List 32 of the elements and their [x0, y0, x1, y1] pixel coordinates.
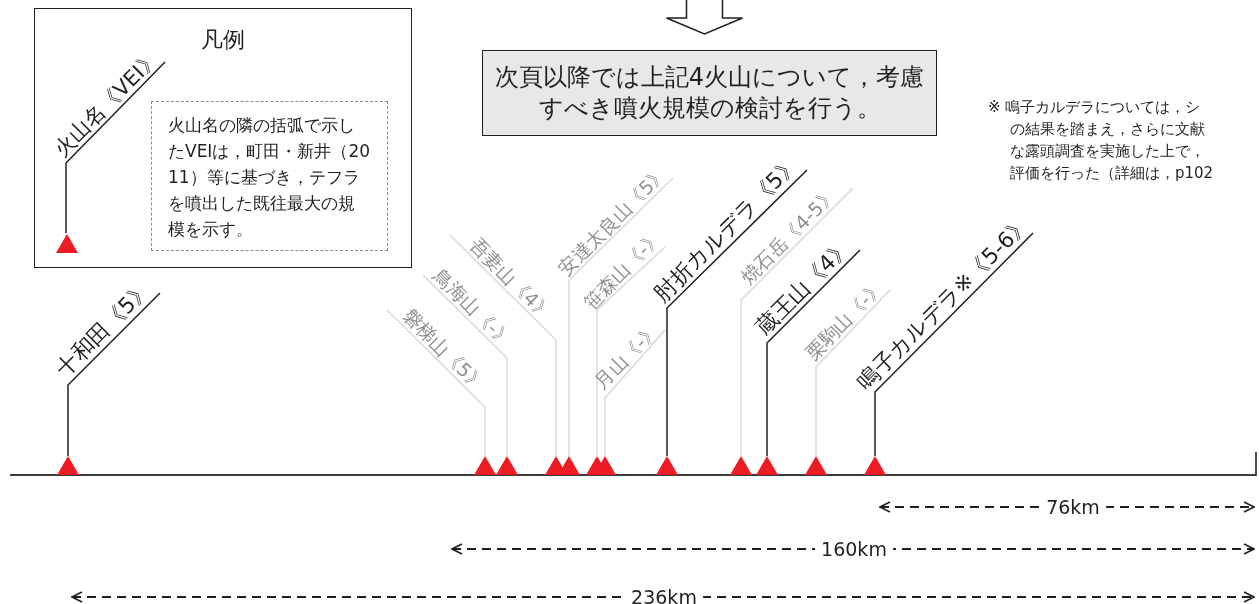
volcano-label: 月山《-》	[590, 319, 663, 392]
leader-line	[766, 249, 861, 457]
leader-line	[596, 246, 666, 457]
block-arrow	[665, 0, 744, 35]
dimension-label: 236km	[625, 587, 703, 604]
leader-line	[666, 169, 808, 457]
note-box: 火山名の隣の括弧で示したVEIは，町田・新井（2011）等に基づき，テフラを噴出した既往最大の規模を示す。	[151, 101, 388, 251]
volcano-label: 十和田《5》	[52, 277, 156, 381]
volcano-marker	[474, 456, 496, 475]
footnote: ※ 鳴子カルデラについては，シの結果を踏まえ，さらに文献な露頭調査を実施した上で，評価を行った（詳細は，p102	[988, 97, 1214, 184]
volcano-marker	[805, 456, 827, 475]
volcano-marker	[656, 456, 678, 475]
leader-line	[740, 187, 854, 457]
legend-box	[34, 8, 412, 268]
volcano-marker	[57, 456, 79, 475]
volcano-marker	[730, 456, 752, 475]
legend-title: 凡例	[200, 26, 246, 54]
dimension-label: 160km	[815, 539, 893, 559]
process-box: 次頁以降では上記4火山について，考慮すべき噴火規模の検討を行う。	[482, 50, 937, 136]
volcano-marker	[496, 456, 518, 475]
leader-line	[874, 232, 1034, 457]
leader-line	[65, 61, 166, 234]
volcano-marker	[756, 456, 778, 475]
leader-line	[815, 289, 891, 457]
leader-line	[568, 177, 674, 457]
volcano-marker	[56, 234, 78, 253]
leader-line	[386, 309, 486, 457]
leader-line	[604, 329, 666, 457]
leader-line	[67, 292, 161, 457]
leader-line	[422, 274, 508, 457]
volcano-marker	[864, 456, 886, 475]
leader-line	[449, 234, 557, 457]
